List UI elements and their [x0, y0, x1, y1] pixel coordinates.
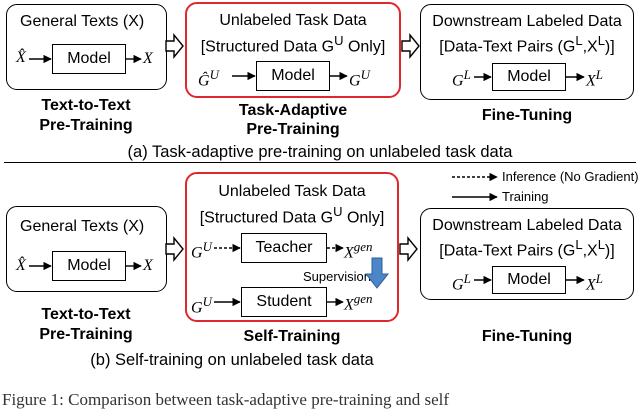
downstream-labeled-data-title-bottom: Downstream Labeled Data	[432, 217, 622, 234]
stage-pretraining-label-bottom: Pre-Training	[39, 326, 133, 343]
stage-self-training-label: Self-Training	[243, 328, 341, 345]
xl-output-bottom: XL	[586, 271, 604, 294]
gl-input-bottom: GL	[452, 271, 471, 294]
downstream-labeled-data-title-top: Downstream Labeled Data	[432, 13, 622, 30]
stage-task-adaptive-pretraining-label: Pre-Training	[246, 121, 340, 138]
model-box-top-pretrain: Model	[52, 44, 126, 74]
legend-inference-label: Inference (No Gradient)	[502, 169, 639, 184]
figure-caption: Figure 1: Comparison between task-adapti…	[2, 390, 450, 409]
hollow-arrow-shape-top-2	[401, 33, 420, 59]
stage-text-to-text-label-bottom: Text-to-Text	[41, 306, 131, 323]
stage-fine-tuning-label-top: Fine-Tuning	[481, 107, 573, 124]
caption-a: (a) Task-adaptive pre-training on unlabe…	[127, 143, 513, 161]
stage-fine-tuning-label-bottom: Fine-Tuning	[481, 328, 573, 345]
x-output-top: X	[143, 50, 153, 67]
hollow-arrow-shape-bottom-2	[399, 236, 418, 262]
xgen-teacher-output: Xgen	[344, 239, 373, 262]
model-box-bottom-finetune: Model	[492, 266, 566, 294]
hollow-arrow-shape-top-1	[165, 33, 184, 59]
section-divider	[4, 162, 636, 163]
caption-b: (b) Self-training on unlabeled task data	[90, 351, 374, 369]
gu-output-top: GU	[349, 67, 370, 90]
x-hat-input-top: X̂	[16, 49, 26, 66]
unlabeled-task-data-title-top: Unlabeled Task Data	[219, 12, 367, 29]
hollow-arrow-shape-bottom-1	[165, 236, 184, 262]
supervision-arrow-icon	[364, 257, 390, 289]
x-output-bottom: X	[143, 257, 153, 274]
teacher-box: Teacher	[241, 233, 327, 263]
xgen-student-output: Xgen	[344, 291, 373, 314]
gu-input-top: ĜU	[198, 67, 219, 90]
student-box: Student	[241, 287, 327, 317]
general-texts-label-top: General Texts (X)	[20, 13, 145, 30]
gu-teacher-input: GU	[191, 239, 212, 262]
structured-data-subtitle-top: [Structured Data GU Only]	[200, 33, 386, 56]
xl-output-top: XL	[586, 67, 604, 90]
model-box-top-tapt: Model	[256, 61, 330, 91]
stage-task-adaptive-label: Task-Adaptive	[238, 102, 348, 119]
unlabeled-task-data-title-bottom: Unlabeled Task Data	[218, 183, 366, 200]
stage-pretraining-label-top: Pre-Training	[39, 117, 133, 134]
x-hat-input-bottom: X̂	[16, 257, 26, 274]
model-box-bottom-pretrain: Model	[52, 251, 126, 281]
stage-text-to-text-label-top: Text-to-Text	[41, 97, 131, 114]
data-text-pairs-subtitle-top: [Data-Text Pairs (GL,XL)]	[439, 33, 615, 56]
data-text-pairs-subtitle-bottom: [Data-Text Pairs (GL,XL)]	[439, 237, 615, 260]
model-box-top-finetune: Model	[492, 63, 566, 91]
structured-data-subtitle-bottom: [Structured Data GU Only]	[199, 204, 385, 227]
gu-student-input: GU	[191, 294, 212, 317]
legend-training-label: Training	[502, 189, 549, 204]
supervision-label: Supervision	[303, 269, 371, 284]
general-texts-label-bottom: General Texts (X)	[20, 218, 145, 235]
gl-input-top: GL	[452, 67, 471, 90]
